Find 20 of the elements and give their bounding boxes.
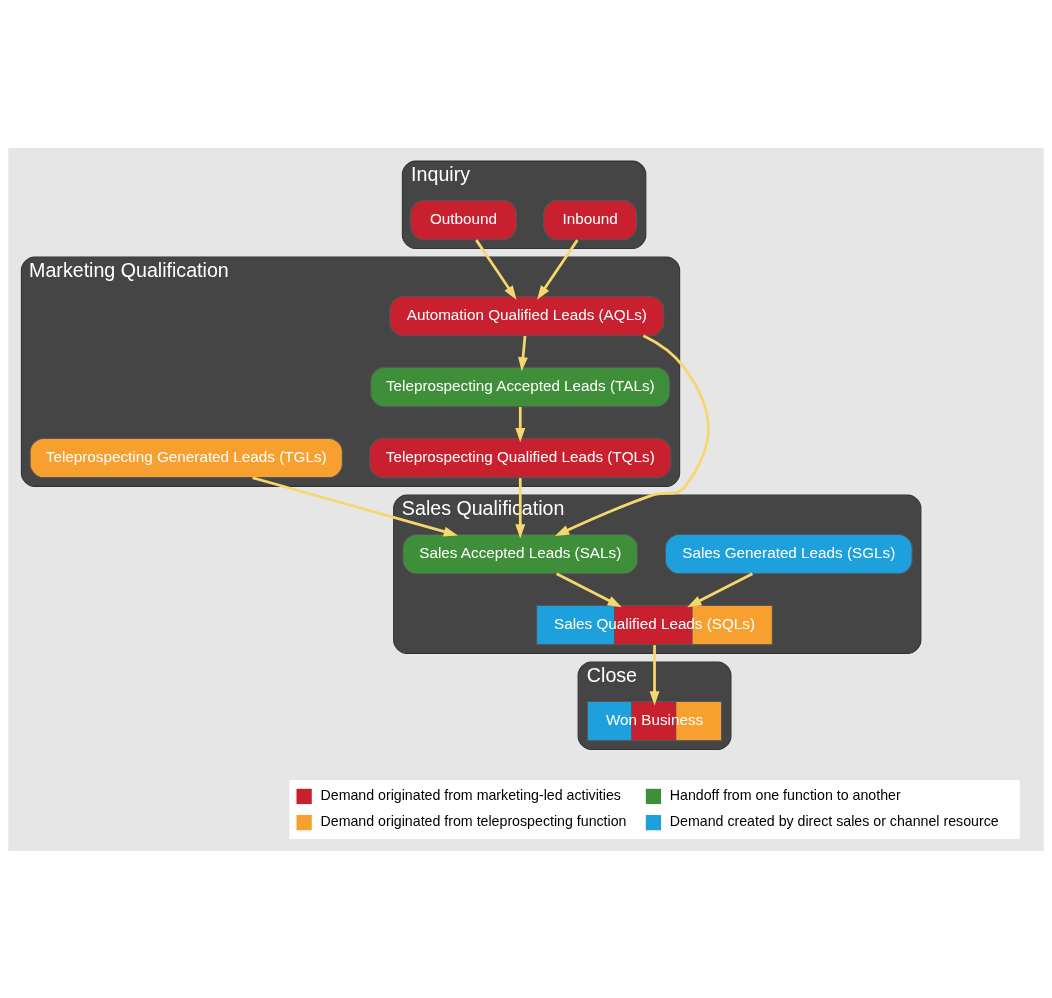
arrow [556, 572, 622, 607]
node-box: Teleprospecting Generated Leads (TGLs) [29, 437, 343, 478]
node-box: Teleprospecting Accepted Leads (TALs) [370, 366, 671, 407]
arrow [687, 572, 754, 607]
arrow [537, 238, 579, 300]
node-box: Sales Generated Leads (SGLs) [664, 533, 913, 574]
arrow [515, 406, 526, 442]
node-box: Sales Accepted Leads (SALs) [402, 533, 639, 574]
node-box: Teleprospecting Qualified Leads (TQLs) [369, 437, 672, 478]
legend-label: Demand originated from teleprospecting function [320, 812, 627, 829]
node-box: Inbound [543, 199, 638, 240]
node-box: Outbound [410, 199, 517, 240]
arrow [475, 238, 517, 300]
node-box: Automation Qualified Leads (AQLs) [389, 295, 665, 336]
legend-label: Demand originated from marketing-led activities [320, 786, 621, 803]
arrow [554, 334, 710, 536]
legend-label: Demand created by direct sales or channel resource [669, 812, 999, 829]
arrow [518, 335, 528, 371]
arrow [649, 644, 660, 705]
legend-label: Handoff from one function to another [669, 786, 901, 803]
